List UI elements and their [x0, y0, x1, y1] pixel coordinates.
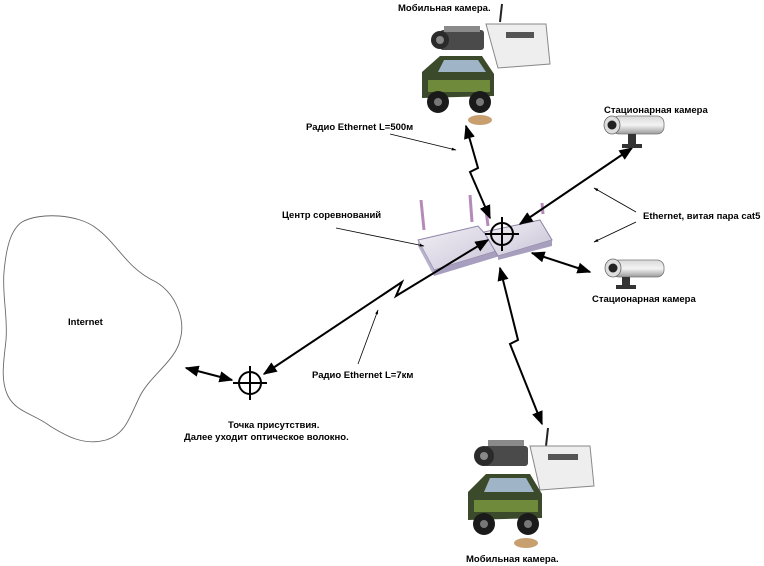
stationary-camera-bottom-label: Стационарная камера: [592, 294, 696, 305]
stationary-camera-top-label: Стационарная камера: [604, 105, 708, 116]
radio-link-7km-arrow: [262, 239, 490, 375]
ethernet-link-top-arrow: [518, 147, 634, 225]
radio-500m-label: Радио Ethernet L=500м: [306, 122, 414, 133]
mobile-camera-top-label: Мобильная камера.: [398, 3, 491, 14]
competition-center-crosshair-icon: [485, 217, 519, 251]
stationary-camera-icon: [603, 115, 665, 148]
mobile-camera-bottom-icon: [468, 427, 595, 548]
point-of-presence-line1: Точка присутствия.: [228, 420, 320, 431]
internet-link-arrow: [184, 365, 234, 383]
ethernet-link-bottom-arrow: [530, 251, 592, 274]
radio-7km-label: Радио Ethernet L=7км: [312, 370, 414, 381]
internet-cloud-icon: [2, 215, 183, 443]
mobile-camera-top-icon: [422, 3, 551, 125]
point-of-presence-line2: Далее уходит оптическое волокно.: [184, 432, 349, 443]
internet-label: Internet: [68, 317, 103, 328]
label-pointers: [335, 133, 637, 365]
mobile-camera-bottom-label: Мобильная камера.: [466, 554, 559, 565]
ethernet-cat5-label: Ethernet, витая пара cat5: [643, 211, 761, 222]
point-of-presence-crosshair-icon: [233, 366, 267, 400]
competition-center-label: Центр соревнований: [282, 210, 382, 221]
radio-link-500m-arrow-top: [464, 124, 491, 220]
radio-link-arrow-bottom: [497, 266, 543, 426]
stationary-camera-icon: [604, 258, 665, 289]
